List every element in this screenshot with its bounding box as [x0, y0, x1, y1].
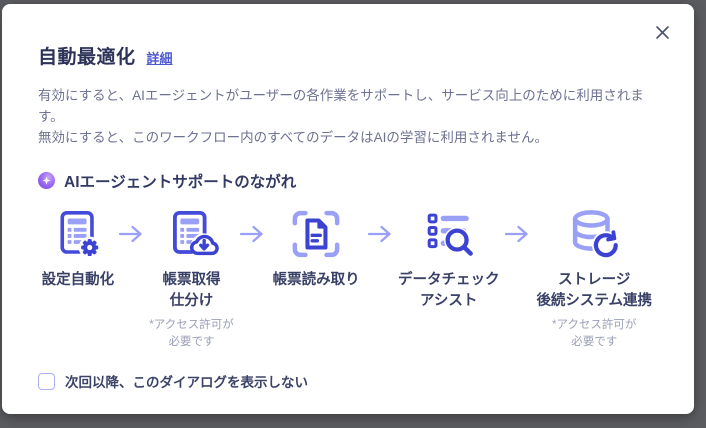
document-cloud-download-icon: [165, 205, 219, 263]
auto-optimization-dialog: 自動最適化 詳細 有効にすると、AIエージェントがユーザーの各作業をサポートし、…: [2, 4, 694, 414]
agent-flow-diagram: 設定自動化: [38, 205, 658, 352]
description: 有効にすると、AIエージェントがユーザーの各作業をサポートし、サービス向上のため…: [38, 86, 658, 149]
close-button[interactable]: [650, 20, 674, 44]
arrow-right-icon: [239, 223, 265, 245]
step-label: データチェック アシスト: [397, 271, 500, 309]
list-search-icon: [422, 205, 476, 263]
dialog-header: 自動最適化 詳細: [38, 42, 658, 69]
database-sync-icon: [567, 205, 621, 263]
dont-show-again-checkbox[interactable]: [38, 372, 55, 390]
step-label: 帳票取得 仕分け: [162, 271, 221, 309]
flow-step-data-check: データチェック アシスト: [393, 205, 505, 312]
arrow-right-icon: [367, 223, 393, 245]
flow-step-setup-automation: 設定自動化: [38, 205, 118, 291]
flow-step-form-reading: 帳票読み取り: [265, 205, 367, 291]
page-title: 自動最適化: [38, 47, 136, 68]
detail-link[interactable]: 詳細: [146, 50, 173, 66]
description-line-1: 有効にすると、AIエージェントがユーザーの各作業をサポートし、サービス向上のため…: [38, 88, 644, 124]
step-note: *アクセス許可が 必要です: [149, 318, 234, 349]
dont-show-again-row[interactable]: 次回以降、このダイアログを表示しない: [38, 371, 658, 391]
step-label: 帳票読み取り: [272, 271, 360, 288]
flow-step-storage-integration: ストレージ 後続システム連携 *アクセス許可が 必要です: [530, 205, 658, 352]
step-label: ストレージ 後続システム連携: [536, 271, 653, 309]
arrow-right-icon: [118, 223, 144, 245]
step-label: 設定自動化: [41, 271, 115, 288]
description-line-2: 無効にすると、このワークフロー内のすべてのデータはAIの学習に利用されません。: [38, 129, 548, 145]
document-scan-icon: [289, 205, 343, 263]
dont-show-again-label[interactable]: 次回以降、このダイアログを表示しない: [65, 375, 308, 391]
document-gear-icon: [51, 205, 105, 263]
arrow-right-icon: [504, 223, 530, 245]
ai-sparkle-icon: [38, 172, 55, 190]
section-title: AIエージェントサポートのながれ: [64, 173, 297, 191]
step-note: *アクセス許可が 必要です: [552, 318, 637, 349]
close-icon: [655, 25, 669, 39]
flow-step-form-capture: 帳票取得 仕分け *アクセス許可が 必要です: [144, 205, 240, 352]
section-header: AIエージェントサポートのながれ: [38, 170, 658, 192]
